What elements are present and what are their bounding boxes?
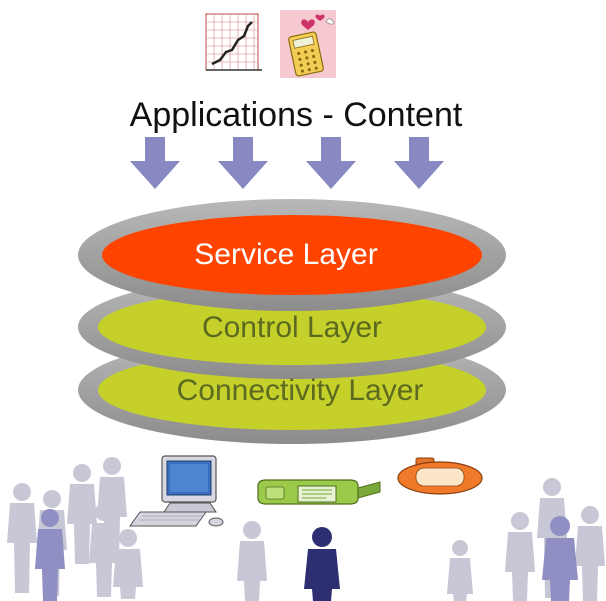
person-icon bbox=[542, 516, 578, 601]
arrow-down-icon bbox=[130, 137, 180, 189]
line-chart-icon bbox=[205, 13, 262, 71]
person-icon bbox=[237, 521, 267, 601]
person-icon bbox=[35, 509, 65, 601]
person-icon bbox=[304, 527, 340, 601]
person-icon bbox=[575, 506, 605, 601]
diagram-title: Applications - Content bbox=[130, 96, 463, 134]
desktop-computer-icon bbox=[129, 455, 224, 527]
arrow-down-icon bbox=[394, 137, 444, 189]
downward-arrows bbox=[130, 137, 444, 189]
person-icon bbox=[7, 483, 37, 593]
person-icon bbox=[447, 540, 473, 601]
person-icon bbox=[89, 503, 119, 597]
calculator-phone-icon bbox=[280, 10, 336, 78]
person-icon bbox=[113, 529, 143, 599]
people-silhouettes bbox=[7, 457, 605, 601]
service-layer bbox=[78, 199, 506, 311]
portable-player-icon bbox=[397, 457, 483, 495]
connectivity-layer-label: Connectivity Layer bbox=[177, 374, 424, 407]
service-layer-label: Service Layer bbox=[194, 238, 377, 271]
arrow-down-icon bbox=[218, 137, 268, 189]
control-layer-label: Control Layer bbox=[202, 311, 382, 344]
person-icon bbox=[505, 512, 535, 601]
person-icon bbox=[97, 457, 127, 563]
handheld-device-icon bbox=[257, 479, 381, 505]
arrow-down-icon bbox=[306, 137, 356, 189]
person-icon bbox=[67, 464, 97, 564]
